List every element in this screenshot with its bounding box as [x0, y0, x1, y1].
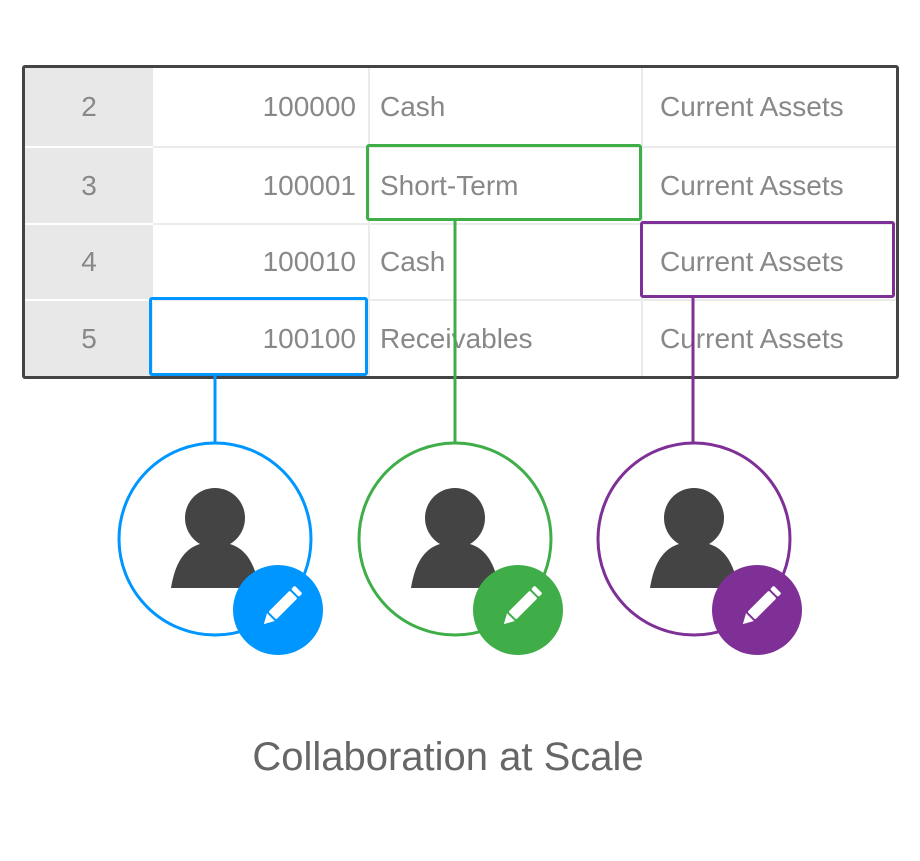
account-code-cell[interactable]: 100010: [153, 225, 370, 301]
green-cell-selection: [366, 144, 642, 221]
account-code-cell[interactable]: 100001: [153, 148, 370, 225]
account-code-cell[interactable]: 100100: [153, 301, 370, 376]
collaborator-avatar-blue[interactable]: [117, 441, 323, 655]
table-row: 2 100000 Cash Current Assets: [25, 68, 896, 148]
row-number[interactable]: 3: [25, 148, 153, 225]
collaborator-avatar-green[interactable]: [357, 441, 563, 655]
collaborator-avatar-purple[interactable]: [596, 441, 802, 655]
caption: Collaboration at Scale: [252, 735, 644, 779]
category-cell[interactable]: Current Assets: [643, 68, 896, 148]
blue-cell-selection: [149, 297, 368, 376]
row-number[interactable]: 4: [25, 225, 153, 301]
category-cell[interactable]: Current Assets: [660, 322, 844, 354]
category-cell[interactable]: Current Assets: [643, 148, 896, 225]
row-number[interactable]: 5: [25, 301, 153, 376]
account-name-cell[interactable]: Short-Term: [370, 148, 643, 225]
table-row: 4 100010 Cash Current Assets: [25, 225, 896, 301]
account-code-cell[interactable]: 100000: [153, 68, 370, 148]
account-name-cell[interactable]: Cash: [370, 68, 643, 148]
purple-cell-selection: [640, 221, 895, 298]
row-number[interactable]: 2: [25, 68, 153, 148]
category-cell[interactable]: Current Assets: [643, 225, 896, 301]
connector-lines: [213, 220, 695, 443]
table-row: 3 100001 Short-Term Current Assets: [25, 148, 896, 225]
